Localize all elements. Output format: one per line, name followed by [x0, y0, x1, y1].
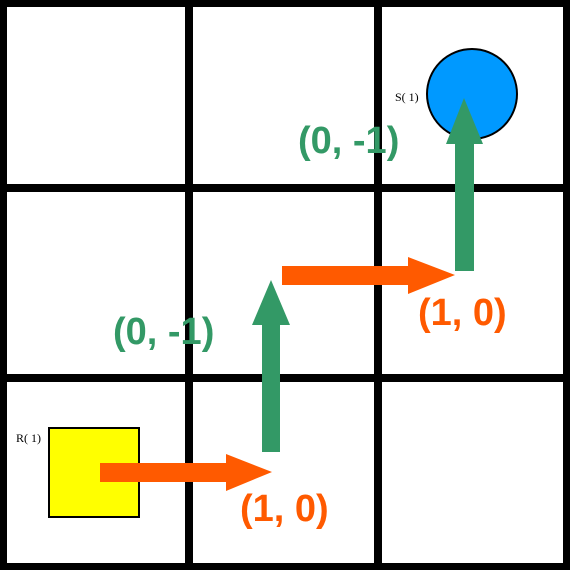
move-arrow-3-head — [408, 257, 455, 294]
grid-line-v3 — [563, 0, 570, 570]
move-arrow-2 — [252, 280, 290, 452]
grid-line-h1 — [0, 184, 570, 192]
target-label: S( 1) — [395, 90, 419, 104]
move-arrow-2-head — [252, 280, 290, 325]
move-label-4: (0, -1) — [298, 120, 399, 162]
grid-line-h0 — [0, 0, 570, 7]
grid-line-v0 — [0, 0, 7, 570]
move-arrow-4 — [446, 98, 483, 271]
move-arrow-4-shaft — [455, 142, 474, 271]
grid-line-h3 — [0, 563, 570, 570]
grid-line-v1 — [185, 0, 193, 570]
grid-line-h2 — [0, 374, 570, 382]
move-label-1: (1, 0) — [240, 488, 329, 530]
move-arrow-1 — [100, 454, 272, 491]
move-label-3: (1, 0) — [418, 292, 507, 334]
move-arrow-1-head — [226, 454, 272, 491]
move-label-2: (0, -1) — [113, 311, 214, 353]
move-arrow-4-head — [446, 98, 483, 144]
move-arrow-3-shaft — [282, 266, 410, 285]
move-arrow-2-shaft — [262, 323, 280, 452]
robot-label: R( 1) — [16, 431, 41, 445]
move-arrow-3 — [282, 257, 455, 294]
move-arrow-1-shaft — [100, 463, 228, 482]
